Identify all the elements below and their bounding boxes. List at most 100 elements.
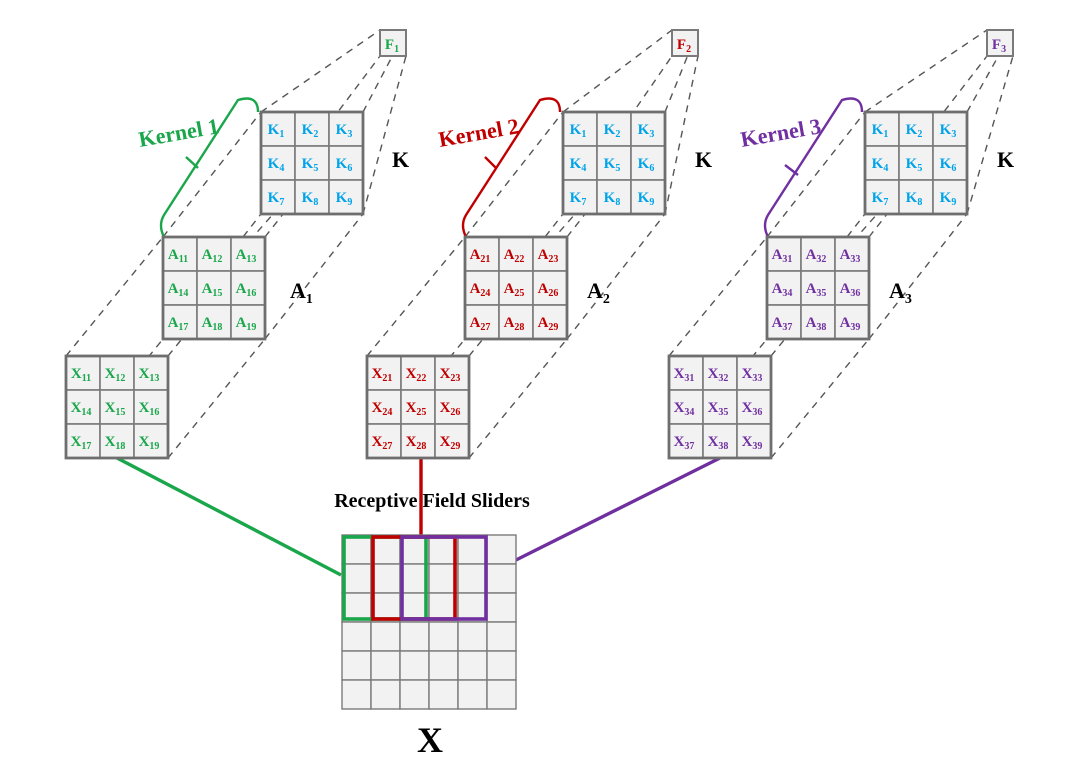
k1-cell-label-base: K	[302, 156, 314, 172]
x2-cell-label: X24	[372, 400, 393, 418]
k2-cell-label-subscript: 9	[649, 197, 654, 208]
a1-cell-label-base: A	[236, 247, 247, 263]
x3-cell-label-base: X	[708, 366, 719, 382]
input-matrix-x	[341, 534, 517, 710]
a3-cell-label: A36	[840, 281, 861, 299]
k3-cell-label: K8	[906, 190, 923, 208]
x2-cell-label-base: X	[372, 400, 383, 416]
input-cell	[399, 563, 430, 594]
k3-cell-label: K1	[872, 122, 889, 140]
filter-1-label-base: F	[385, 37, 394, 53]
x3-cell	[702, 423, 738, 459]
filter-2-label-subscript: 2	[686, 44, 691, 55]
x1-cell-label: X12	[105, 366, 126, 384]
a2-cell	[532, 236, 568, 272]
x2-cell-label: X27	[372, 434, 393, 452]
k1-cell-label: K1	[268, 122, 285, 140]
projection-guide-line	[562, 29, 673, 113]
a1-cell	[230, 304, 266, 340]
k3-cell-label-subscript: 1	[883, 129, 888, 140]
input-cell	[341, 534, 372, 565]
x1-cell-label-base: X	[71, 400, 82, 416]
a3-cell	[834, 304, 870, 340]
a3-cell-label: A32	[806, 247, 827, 265]
k2-cell	[630, 179, 666, 215]
k2-cell-label: K7	[570, 190, 587, 208]
x3-cell-label-base: X	[674, 400, 685, 416]
a3-cell-label-subscript: 37	[782, 322, 792, 333]
k1-cell	[260, 145, 296, 181]
k3-cell-label-subscript: 7	[883, 197, 888, 208]
k2-cell-label-base: K	[638, 190, 650, 206]
a3-cell-label: A38	[806, 315, 827, 333]
a3-cell-label-base: A	[840, 281, 851, 297]
k3-cell-label-subscript: 2	[917, 129, 922, 140]
k3-cell-label: K9	[940, 190, 957, 208]
a3-cell-label: A33	[840, 247, 861, 265]
x1-cell-label-base: X	[139, 400, 150, 416]
k1-frame	[259, 110, 365, 216]
k3-cell-label-base: K	[906, 190, 918, 206]
x1-cell-label-base: X	[139, 434, 150, 450]
k2-cell-label: K9	[638, 190, 655, 208]
k2-cell-label-subscript: 7	[581, 197, 586, 208]
k3-cell-label-subscript: 5	[917, 163, 922, 174]
kernel-2-bracket-tick	[484, 156, 497, 169]
a2-cell-label-subscript: 29	[548, 322, 558, 333]
x2-cell-label-subscript: 27	[382, 441, 392, 452]
a-label-subscript: 3	[905, 292, 912, 307]
a1-cell	[162, 270, 198, 306]
k3-cell	[932, 179, 968, 215]
x1-cell-label-subscript: 19	[149, 441, 159, 452]
k2-cell-label-base: K	[638, 156, 650, 172]
a3-cell-label-subscript: 32	[816, 254, 826, 265]
input-cell	[399, 621, 430, 652]
x2-cell-label-base: X	[440, 366, 451, 382]
input-cell	[457, 534, 488, 565]
x2-cell-label-subscript: 25	[416, 407, 426, 418]
a2-cell-label-base: A	[538, 281, 549, 297]
a1-cell-label-subscript: 12	[212, 254, 222, 265]
projection-guide-line	[966, 55, 1014, 215]
x1-cell-label: X18	[105, 434, 126, 452]
input-cell	[428, 621, 459, 652]
k2-cell-label: K4	[570, 156, 587, 174]
a2-cell-label-base: A	[504, 247, 515, 263]
a-matrix-3-label: A3	[889, 278, 912, 307]
x3-cell-label-base: X	[742, 366, 753, 382]
projection-guide-line	[868, 213, 968, 340]
k1-cell	[260, 111, 296, 147]
a3-cell	[800, 304, 836, 340]
input-cell	[457, 650, 488, 681]
x1-cell-label-subscript: 11	[82, 373, 91, 384]
projection-guide-line	[362, 29, 407, 113]
x3-cell-label-base: X	[674, 366, 685, 382]
a3-cell-label: A34	[772, 281, 793, 299]
k1-cell-label: K2	[302, 122, 319, 140]
a-label-subscript: 2	[603, 292, 610, 307]
x1-cell-label-subscript: 15	[115, 407, 125, 418]
a1-cell	[196, 304, 232, 340]
x3-cell-label: X38	[708, 434, 729, 452]
input-cell	[457, 621, 488, 652]
a-matrix-2-label: A2	[587, 278, 610, 307]
a1-cell-label: A13	[236, 247, 257, 265]
x2-cell-label-subscript: 26	[450, 407, 460, 418]
x1-cell-label-base: X	[71, 366, 82, 382]
x3-cell-label-subscript: 33	[752, 373, 762, 384]
a3-cell	[834, 270, 870, 306]
a3-cell-label-base: A	[772, 281, 783, 297]
x2-frame	[365, 354, 471, 460]
k3-cell-label-base: K	[872, 122, 884, 138]
a2-cell-label-base: A	[538, 247, 549, 263]
input-cell	[457, 563, 488, 594]
input-cell	[399, 650, 430, 681]
x2-cell-label: X28	[406, 434, 427, 452]
k2-cell	[562, 111, 598, 147]
x1-cell-label: X16	[139, 400, 160, 418]
projection-guide-line	[65, 236, 164, 357]
a2-cell-label: A26	[538, 281, 559, 299]
k2-cell-label: K8	[604, 190, 621, 208]
